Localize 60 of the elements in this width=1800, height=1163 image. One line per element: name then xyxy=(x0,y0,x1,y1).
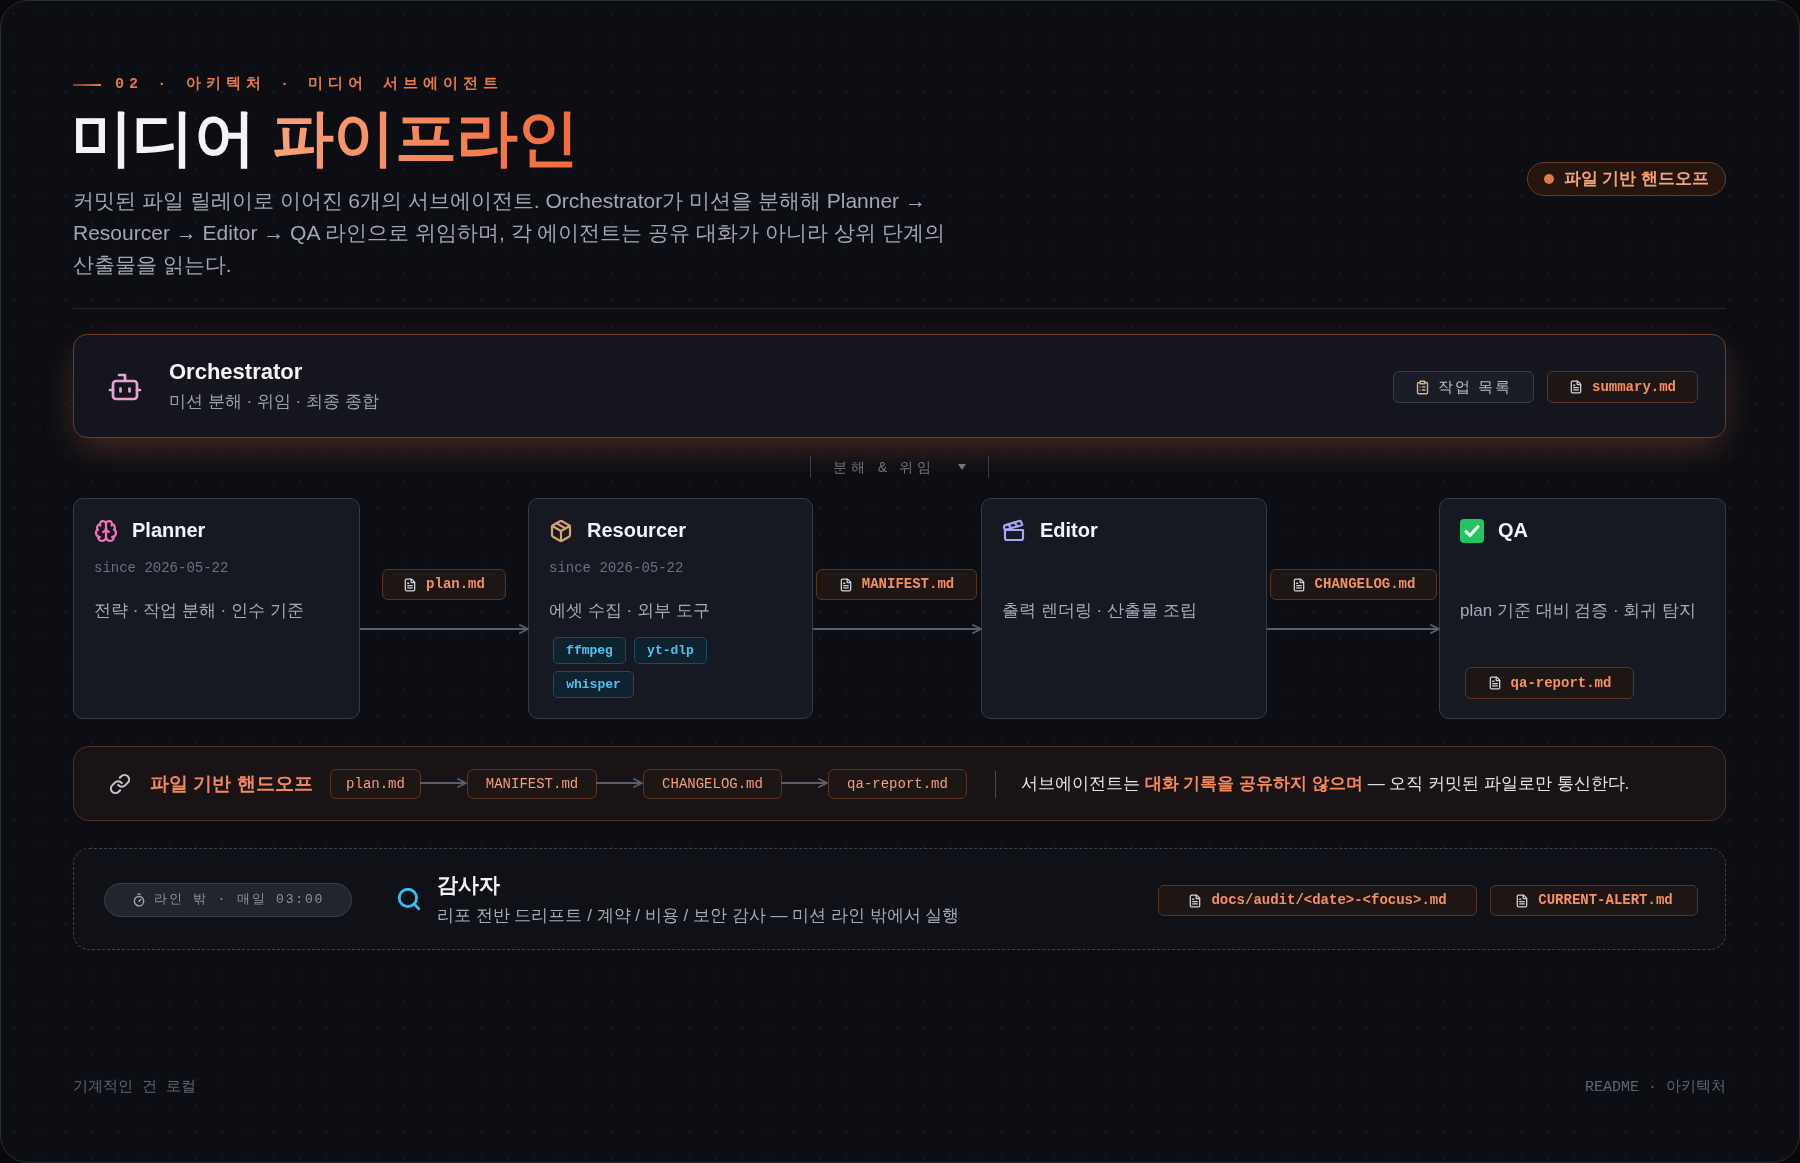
footer-text: README · 아키텍처 xyxy=(1585,1078,1726,1098)
since-date: since 2026-05-22 xyxy=(94,559,229,578)
intro-paragraph: 커밋된 파일 릴레이로 이어진 6개의 서브에이전트. Orchestrator가 미션을 분해해 Planner → Resourcer → Editor → QA 라인으로 위임하며, 각 에이전트는 공유 대화가 아니라 상위 단계의 산출물을 읽는다. xyxy=(73,188,946,278)
agent-description: 에셋 수집 · 외부 도구 xyxy=(549,600,711,622)
agent-description: plan 기준 대비 검증 · 회귀 탐지 xyxy=(1460,600,1698,622)
agent-name: QA xyxy=(1498,518,1528,543)
eyebrow-text: 02 · 아키텍처 · 미디어 서브에이전트 xyxy=(115,76,504,94)
arrow xyxy=(595,778,643,788)
file-chip xyxy=(816,569,977,600)
file-name: summary.md xyxy=(1592,377,1676,397)
section-label: 분해 & 위임 xyxy=(833,457,936,477)
arrow xyxy=(780,778,828,788)
agent-description: 출력 렌더링 · 산출물 조립 xyxy=(1002,600,1198,622)
agent-name: 감사자 xyxy=(437,872,500,898)
file-name: docs/audit/<date>-<focus>.md xyxy=(1211,891,1447,910)
file-tag: qa-report.md xyxy=(828,769,967,799)
file-name: plan.md xyxy=(426,575,485,594)
chip-label: 작업 목록 xyxy=(1438,376,1512,397)
file-chip xyxy=(1465,667,1634,699)
auditor-band xyxy=(73,848,1726,950)
orchestrator-card xyxy=(73,334,1726,438)
file-name: CHANGELOG.md xyxy=(1314,575,1416,594)
arrow xyxy=(359,624,529,634)
tool-tag: whisper xyxy=(553,671,634,698)
agent-card xyxy=(528,498,813,719)
agent-card xyxy=(981,498,1267,719)
tool-chip xyxy=(1393,371,1534,403)
agent-description: 리포 전반 드리프트 / 계약 / 비용 / 보안 감사 — 미션 라인 밖에서 실행 xyxy=(437,905,960,927)
arrow xyxy=(812,624,982,634)
schedule-pill xyxy=(104,883,352,917)
file-tag: plan.md xyxy=(330,769,421,799)
file-chip xyxy=(1158,885,1477,916)
arrow xyxy=(419,778,467,788)
file-tag: MANIFEST.md xyxy=(467,769,597,799)
handoff-band xyxy=(73,746,1726,821)
file-name: CURRENT-ALERT.md xyxy=(1538,891,1673,910)
agent-description: 전략 · 작업 분해 · 인수 기준 xyxy=(94,600,305,622)
footer-text: 기계적인 건 로컬 xyxy=(73,1078,196,1098)
file-name: qa-report.md xyxy=(1510,673,1612,693)
agent-name: Orchestrator xyxy=(169,358,304,386)
agent-name: Planner xyxy=(132,518,206,543)
file-chip xyxy=(1270,569,1437,600)
agent-card xyxy=(73,498,360,719)
arrow xyxy=(1266,624,1440,634)
legend-label: 파일 기반 핸드오프 xyxy=(1563,168,1709,191)
file-chip xyxy=(382,569,506,600)
agent-role: 미션 분해 · 위임 · 최종 종합 xyxy=(169,391,379,413)
band-title: 파일 기반 핸드오프 xyxy=(150,772,313,796)
file-tag: CHANGELOG.md xyxy=(643,769,782,799)
schedule-label: 라인 밖 · 매일 03:00 xyxy=(153,891,325,910)
agent-card xyxy=(1439,498,1726,719)
file-chip xyxy=(1490,885,1698,916)
file-chip xyxy=(1547,371,1698,403)
tool-tag: yt-dlp xyxy=(634,637,707,664)
file-name: MANIFEST.md xyxy=(861,575,955,594)
tool-tag: ffmpeg xyxy=(553,637,626,664)
since-date: since 2026-05-22 xyxy=(549,559,684,578)
agent-name: Editor xyxy=(1040,518,1098,543)
band-note: 서브에이전트는 대화 기록을 공유하지 않으며 — 오직 커밋된 파일로만 통신한다. xyxy=(1021,773,1630,795)
agent-name: Resourcer xyxy=(587,518,686,543)
